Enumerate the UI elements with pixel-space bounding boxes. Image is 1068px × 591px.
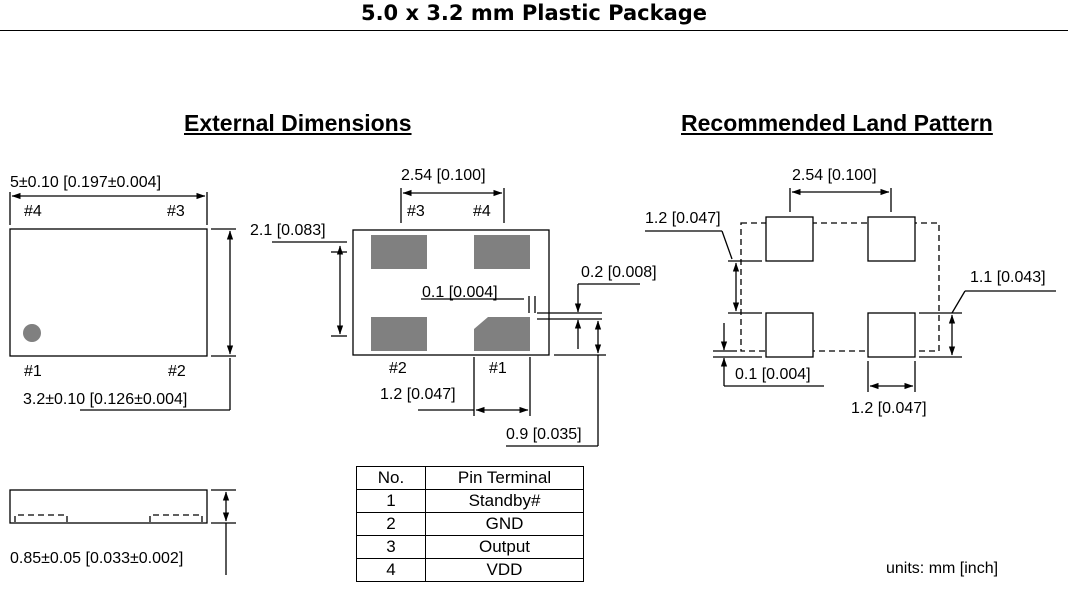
pin-table-header-row: No. Pin Terminal: [356, 466, 584, 490]
edge-gap-label: 0.2 [0.008]: [581, 264, 657, 281]
table-row: 1 Standby#: [356, 489, 584, 513]
land-pad-br: [867, 312, 916, 358]
pin-number: 1: [356, 489, 426, 513]
land-pad-tl: [765, 216, 814, 262]
page-title: 5.0 x 3.2 mm Plastic Package: [360, 1, 708, 25]
side-view: [9, 489, 236, 575]
land-pad-tr: [867, 216, 916, 262]
land-pattern-outline: [740, 222, 940, 352]
side-view-body: [9, 489, 208, 524]
land-pattern-view: [645, 188, 1056, 392]
top-pin3-label: #3: [167, 203, 185, 220]
land-row-dimension-label: 1.2 [0.047]: [645, 210, 721, 227]
land-pad-width-label: 1.2 [0.047]: [851, 400, 927, 417]
chamfer-dimension-label: 0.1 [0.004]: [422, 284, 498, 301]
pin-terminal: GND: [425, 512, 584, 536]
pad-2: [371, 317, 427, 351]
bottom-pin3-label: #3: [407, 203, 425, 220]
length-dimension-label: 5±0.10 [0.197±0.004]: [10, 174, 162, 191]
land-pad-height-label: 1.1 [0.043]: [970, 269, 1046, 286]
pin-terminal-table: No. Pin Terminal 1 Standby# 2 GND 3 Outp…: [356, 466, 584, 582]
table-row: 3 Output: [356, 535, 584, 559]
top-pin1-label: #1: [24, 363, 42, 380]
pin-terminal: Standby#: [425, 489, 584, 513]
land-pattern-heading: Recommended Land Pattern: [681, 110, 993, 136]
pin-table-header-no: No.: [356, 466, 426, 490]
pin-terminal: Output: [425, 535, 584, 559]
bottom-pitch-label: 2.54 [0.100]: [401, 167, 486, 184]
external-dimensions-heading: External Dimensions: [184, 110, 412, 136]
pad-3: [371, 235, 427, 269]
land-pitch-label: 2.54 [0.100]: [792, 167, 877, 184]
side-pad-left: [14, 514, 68, 522]
top-pin2-label: #2: [168, 363, 186, 380]
table-row: 2 GND: [356, 512, 584, 536]
pin-number: 4: [356, 558, 426, 582]
title-rule: [0, 30, 1068, 31]
bottom-pin1-label: #1: [489, 360, 507, 377]
pad-1-chamfered: [474, 317, 530, 351]
bottom-view-body: [352, 229, 550, 356]
land-offset-label: 0.1 [0.004]: [735, 366, 811, 383]
top-view: [9, 192, 236, 411]
bottom-pin4-label: #4: [473, 203, 491, 220]
bottom-view: [272, 188, 640, 447]
bottom-pad-height-label: 0.9 [0.035]: [506, 426, 582, 443]
pin1-indicator-dot: [23, 324, 41, 342]
units-note: units: mm [inch]: [886, 560, 999, 577]
pin-terminal: VDD: [425, 558, 584, 582]
land-pad-bl: [765, 312, 814, 358]
pad-4: [474, 235, 530, 269]
side-pad-right: [149, 514, 203, 522]
bottom-pin2-label: #2: [389, 360, 407, 377]
top-view-body: [9, 228, 208, 357]
pin-number: 3: [356, 535, 426, 559]
table-row: 4 VDD: [356, 558, 584, 582]
pin-table-header-terminal: Pin Terminal: [425, 466, 584, 490]
pin-number: 2: [356, 512, 426, 536]
pad-row-dimension-label: 2.1 [0.083]: [250, 222, 326, 239]
width-dimension-label: 3.2±0.10 [0.126±0.004]: [23, 391, 188, 408]
bottom-pad-width-label: 1.2 [0.047]: [380, 386, 456, 403]
height-dimension-label: 0.85±0.05 [0.033±0.002]: [10, 550, 184, 567]
top-pin4-label: #4: [24, 203, 42, 220]
